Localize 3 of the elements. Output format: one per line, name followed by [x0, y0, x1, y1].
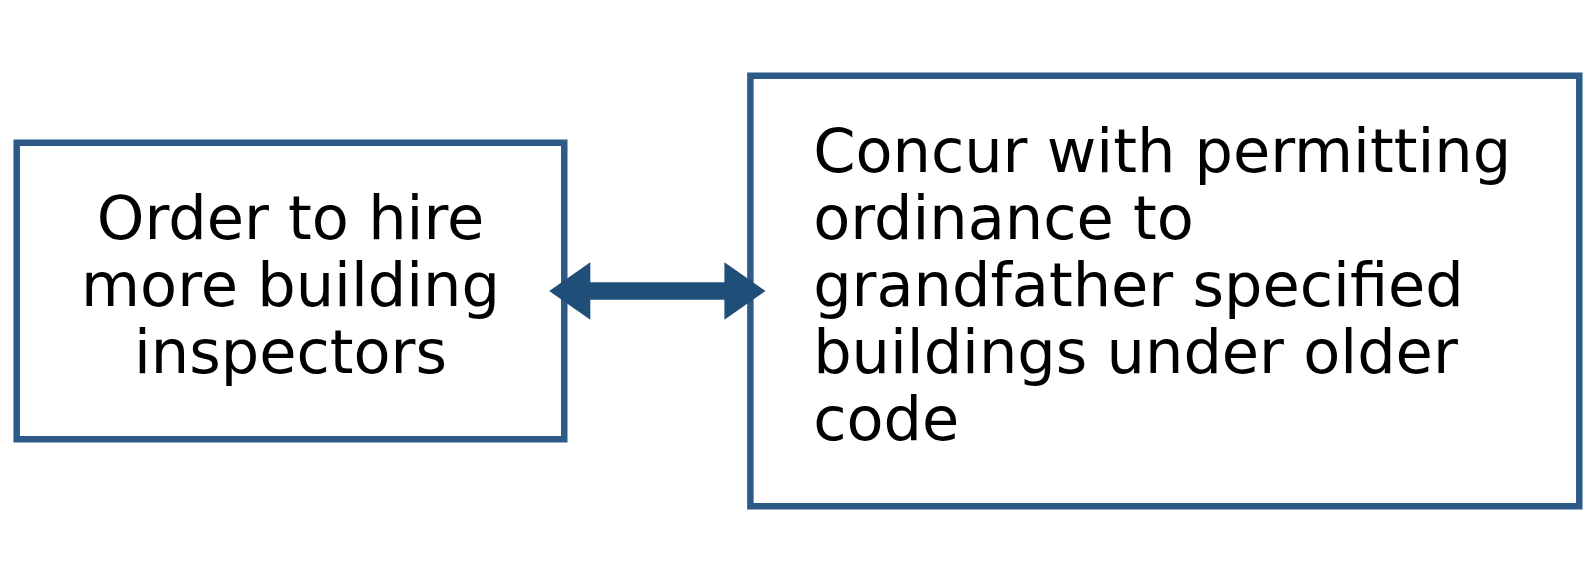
- node-box: Order to hire more building inspectors: [13, 139, 568, 442]
- node-box: Concur with permitting ordinance to grandfather specified buildings under older code: [747, 71, 1583, 510]
- arrow: [549, 261, 766, 320]
